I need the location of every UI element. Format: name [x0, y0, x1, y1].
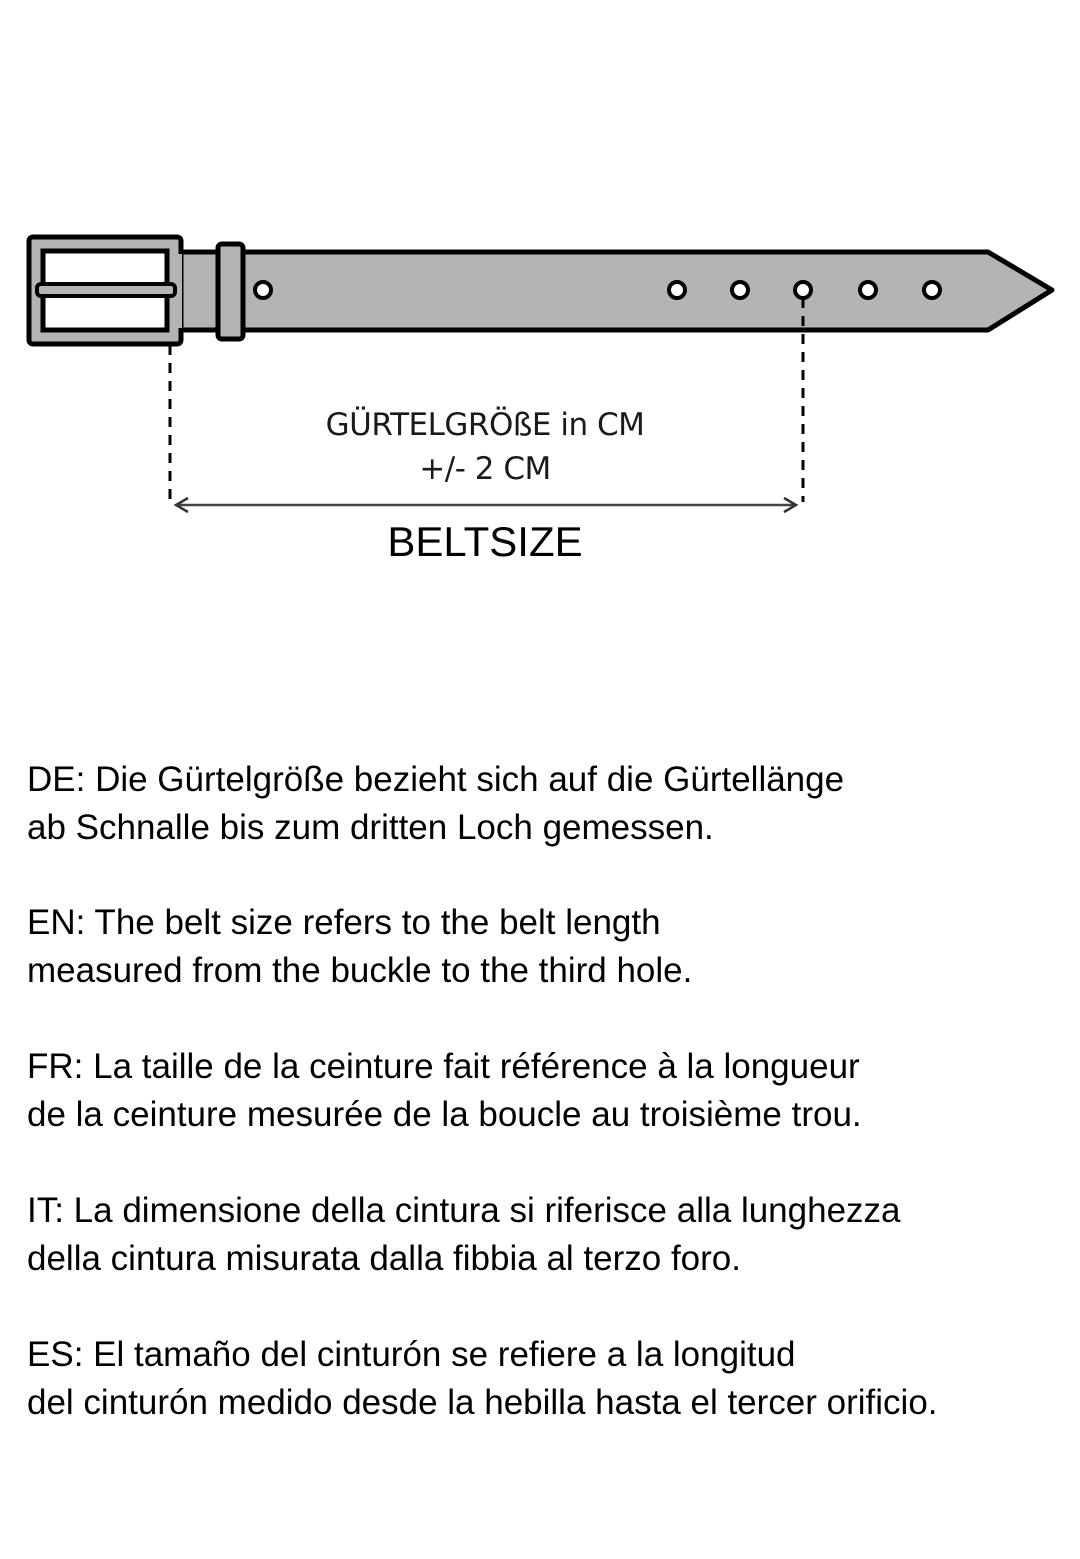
description-en: EN: The belt size refers to the belt len…	[27, 899, 1077, 995]
description-es: ES: El tamaño del cinturón se refiere a …	[27, 1331, 1077, 1427]
description-line: measured from the buckle to the third ho…	[27, 951, 693, 990]
hole-near-buckle	[253, 280, 273, 300]
hole-1	[667, 280, 687, 300]
hole-5	[922, 280, 942, 300]
description-line: IT: La dimensione della cintura si rifer…	[27, 1191, 901, 1230]
buckle-prong	[35, 282, 177, 298]
arrow-head-right-icon	[783, 496, 799, 514]
belt-diagram	[26, 234, 1055, 514]
description-line: de la ceinture mesurée de la boucle au t…	[27, 1095, 862, 1134]
description-line: ab Schnalle bis zum dritten Loch gemesse…	[27, 808, 714, 847]
belt-strap	[167, 249, 1055, 333]
description-line: del cinturón medido desde la hebilla has…	[27, 1383, 938, 1422]
arrow-head-left-icon	[173, 496, 189, 514]
description-line: FR: La taille de la ceinture fait référe…	[27, 1047, 860, 1086]
description-de: DE: Die Gürtelgröße bezieht sich auf die…	[27, 756, 1077, 852]
beltsize-label: BELTSIZE	[387, 518, 583, 565]
size-label-german: GÜRTELGRÖßE in CM	[325, 407, 645, 443]
description-line: ES: El tamaño del cinturón se refiere a …	[27, 1335, 796, 1374]
belt-loop	[215, 241, 246, 342]
description-it: IT: La dimensione della cintura si rifer…	[27, 1187, 1077, 1283]
size-tolerance-label: +/- 2 CM	[419, 451, 551, 487]
description-fr: FR: La taille de la ceinture fait référe…	[27, 1043, 1077, 1139]
hole-3	[793, 280, 813, 300]
description-line: DE: Die Gürtelgröße bezieht sich auf die…	[27, 760, 845, 799]
hole-2	[730, 280, 750, 300]
description-line: della cintura misurata dalla fibbia al t…	[27, 1239, 741, 1278]
hole-4	[858, 280, 878, 300]
description-line: EN: The belt size refers to the belt len…	[27, 903, 661, 942]
